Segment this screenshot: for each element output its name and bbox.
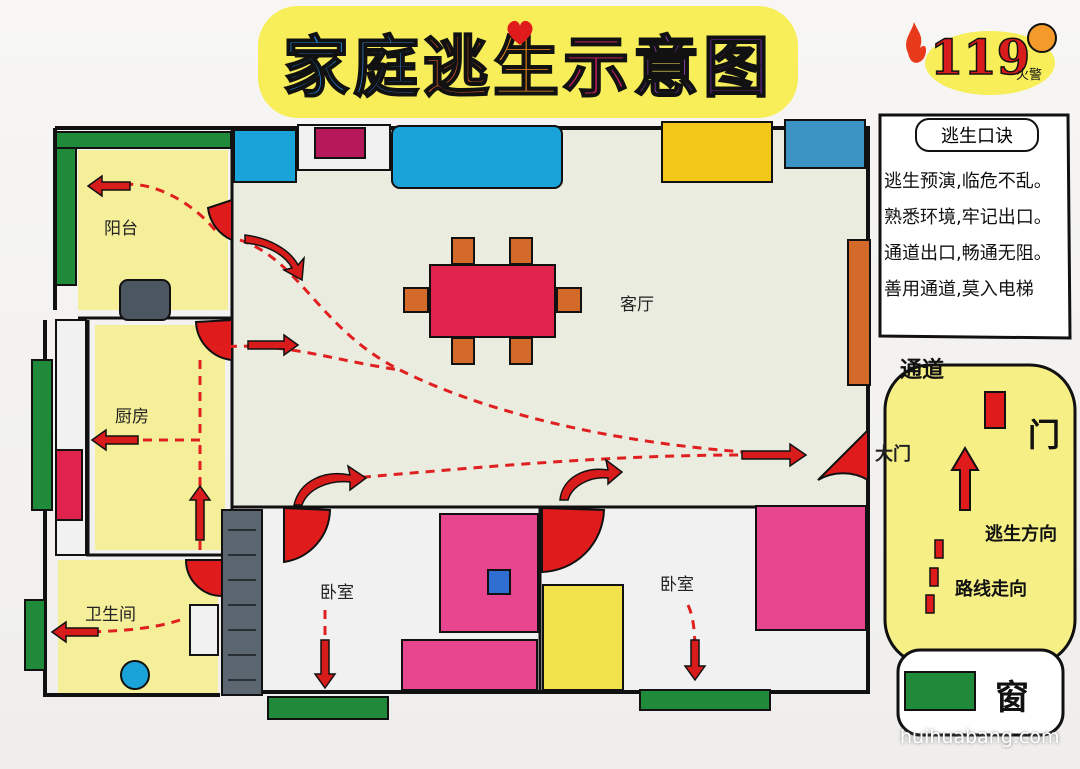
page-title: 家 庭 逃 生 示 意 图	[258, 6, 798, 118]
legend-door-label: 门	[1028, 416, 1061, 454]
alarm-bell-icon	[1027, 23, 1057, 53]
title-char-7: 图	[702, 28, 773, 107]
title-char-5: 示	[562, 28, 633, 107]
arrow-curve-bedroom-left	[293, 464, 368, 506]
stove	[55, 449, 83, 521]
sofa	[391, 125, 563, 189]
chair	[509, 337, 533, 365]
rhyme-line-3: 通道出口,畅通无阻。	[884, 243, 1052, 264]
title-char-1: 家	[282, 28, 353, 107]
room-label-kitchen: 厨房	[115, 407, 149, 427]
window-balcony	[55, 134, 77, 286]
arrow-left-kitchen	[90, 428, 139, 452]
room-label-main-door: 大门	[875, 444, 911, 465]
aquarium	[784, 119, 866, 169]
chair	[451, 237, 475, 265]
rhyme-line-4: 善用通道,莫入电梯	[884, 279, 1034, 300]
arrow-up-bath	[188, 484, 212, 541]
door-main	[817, 427, 869, 482]
chair	[451, 337, 475, 365]
title-char-3: 逃	[422, 28, 493, 107]
arrow-curve-living	[244, 234, 305, 282]
arrow-left-balcony	[86, 174, 131, 198]
window-bathroom	[24, 599, 46, 671]
door-bathroom	[184, 559, 223, 598]
arrow-down-bedroom-left	[313, 639, 337, 690]
heart-icon	[507, 20, 533, 45]
toilet	[120, 660, 150, 690]
route-kitchen-exit	[110, 360, 202, 442]
washing-machine	[119, 279, 171, 321]
title-char-6: 意	[632, 28, 703, 107]
route-main	[239, 238, 801, 457]
arrow-right-kitchen	[247, 333, 300, 357]
window-bedroom-left	[267, 696, 389, 720]
route-kitchen-living	[211, 344, 401, 372]
rhyme-title: 逃生口诀	[915, 118, 1039, 152]
room-label-bedroom-left: 卧室	[320, 583, 354, 603]
legend-route-dash-icon	[934, 539, 944, 559]
dresser	[401, 639, 538, 691]
door-balcony	[206, 198, 233, 242]
rhyme-panel	[878, 113, 1072, 340]
fire-alarm-119-badge	[906, 22, 1057, 95]
door-bedroom-left	[283, 506, 332, 564]
legend-door-icon	[984, 391, 1006, 429]
tv	[314, 127, 366, 159]
room-label-living: 客厅	[620, 295, 654, 315]
chair	[509, 237, 533, 265]
legend-route-dash-icon	[925, 594, 935, 614]
room-label-bedroom-right: 卧室	[660, 575, 694, 595]
legend-window-label: 窗	[995, 678, 1029, 718]
dining-table	[429, 264, 556, 338]
title-char-2: 庭	[352, 28, 423, 107]
fire-number: 119	[929, 29, 1031, 87]
title-char-4: 生	[492, 28, 563, 107]
window-bedroom-right	[639, 689, 771, 711]
legend-escape-label: 逃生方向	[985, 524, 1057, 545]
room-label-bathroom: 卫生间	[85, 605, 136, 625]
legend-window-icon	[904, 671, 976, 711]
route-bedrooms	[329, 453, 741, 482]
desk-yellow	[542, 584, 624, 691]
door-kitchen	[194, 318, 233, 362]
bed-right	[755, 505, 867, 631]
legend-route-label: 路线走向	[955, 579, 1027, 600]
rhyme-line-1: 逃生预演,临危不乱。	[884, 171, 1052, 192]
room-label-balcony: 阳台	[104, 219, 138, 239]
legend-escape-arrow-icon	[950, 446, 980, 511]
window-balcony-top	[55, 131, 232, 149]
legend-passage-label: 通道	[900, 358, 945, 383]
bed-left-pillow	[487, 569, 511, 595]
rhyme-line-2: 熟悉环境,牢记出口。	[884, 207, 1052, 228]
arrow-main-door	[741, 442, 808, 468]
fire-alarm-label: 火警	[1016, 68, 1043, 83]
bookshelf	[661, 121, 773, 183]
chair	[403, 287, 429, 313]
arrow-down-bedroom-right	[683, 639, 707, 682]
shoe-cabinet	[847, 239, 871, 386]
window-kitchen	[31, 359, 53, 511]
legend-route-dash-icon	[929, 567, 939, 587]
chair	[556, 287, 582, 313]
cabinet-cyan	[233, 129, 297, 183]
arrow-left-bathroom	[50, 620, 99, 644]
watermark: huihuabang.com	[900, 726, 1060, 748]
arrow-curve-bedroom-right	[559, 458, 624, 501]
staircase	[221, 509, 263, 696]
sink	[189, 604, 219, 656]
door-bedroom-right	[541, 506, 606, 574]
flame-icon	[906, 22, 927, 63]
